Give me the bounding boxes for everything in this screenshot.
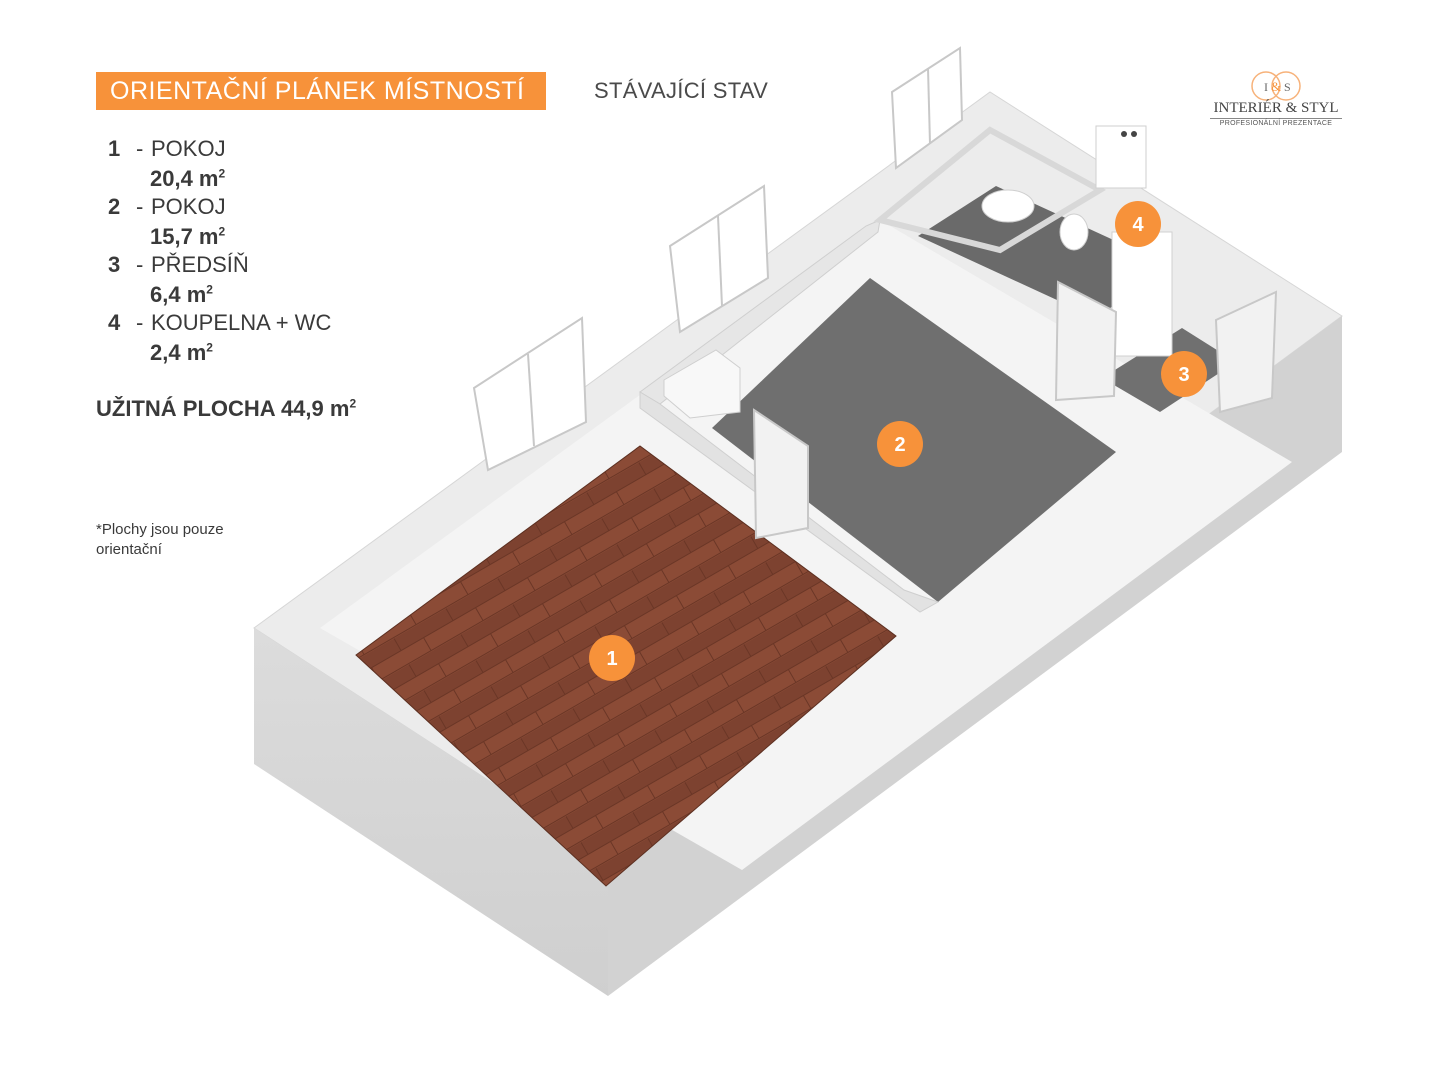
legend-item-room-4: 4 - KOUPELNA + WC 2,4 m2 [108, 310, 408, 368]
usable-area: UŽITNÁ PLOCHA 44,9 m2 [96, 396, 357, 421]
legend-item-room-1: 1 - POKOJ 20,4 m2 [108, 136, 408, 194]
legend-dash: - [136, 194, 144, 219]
svg-text:1: 1 [606, 648, 617, 670]
svg-text:I: I [1264, 80, 1268, 94]
svg-text:S: S [1284, 80, 1291, 94]
legend-room-name: PŘEDSÍŇ [151, 252, 249, 277]
legend-room-area: 2,4 m2 [150, 340, 213, 365]
washbasin [981, 189, 1035, 223]
toilet [1059, 213, 1089, 251]
room-marker-2: 2 [877, 421, 923, 467]
washing-machine [1095, 125, 1147, 189]
svg-text:&: & [1271, 79, 1281, 94]
room-marker-4: 4 [1115, 201, 1161, 247]
legend-number: 1 [108, 136, 121, 161]
legend-dash: - [136, 252, 144, 277]
room-4-floor [918, 186, 1170, 318]
door-bathroom [1054, 280, 1118, 402]
legend-room-name: POKOJ [151, 136, 226, 161]
bathroom-wall [873, 126, 1107, 254]
legend-item-room-2: 2 - POKOJ 15,7 m2 [108, 194, 408, 252]
door-entrance [1214, 290, 1278, 414]
legend-room-name: KOUPELNA + WC [151, 310, 332, 335]
plan-title: ORIENTAČNÍ PLÁNEK MÍSTNOSTÍ [96, 72, 546, 110]
room-marker-1: 1 [589, 635, 635, 681]
legend-room-area: 15,7 m2 [150, 224, 226, 249]
outer-wall-side-left [254, 628, 608, 996]
legend-number: 2 [108, 194, 121, 219]
radiator [663, 349, 741, 419]
window-2 [668, 184, 770, 334]
logo-divider [1210, 118, 1342, 119]
svg-text:4: 4 [1132, 214, 1144, 236]
shower-cabin [1111, 231, 1173, 357]
window-1 [472, 316, 588, 472]
legend-dash: - [136, 310, 144, 335]
partition-wall-1-2-lower [639, 391, 940, 613]
svg-text:2: 2 [894, 434, 905, 456]
legend-number: 3 [108, 252, 121, 277]
logo-tagline: PROFESIONÁLNÍ PREZENTACE [1219, 120, 1333, 127]
legend-room-area: 6,4 m2 [150, 282, 213, 307]
legend-room-area: 20,4 m2 [150, 166, 226, 191]
area-disclaimer: *Plochy jsou pouze orientační [96, 521, 224, 558]
legend-dash: - [136, 136, 144, 161]
door-room-2 [752, 408, 809, 540]
window-3 [890, 46, 964, 170]
legend-number: 4 [108, 310, 121, 335]
legend-item-room-3: 3 - PŘEDSÍŇ 6,4 m2 [108, 252, 408, 310]
brand-logo: I & S INTERIÉR & STYL PROFESIONÁLNÍ PREZ… [1206, 70, 1346, 132]
room-marker-3: 3 [1161, 351, 1207, 397]
svg-text:3: 3 [1178, 364, 1189, 386]
legend-room-name: POKOJ [151, 194, 226, 219]
logo-monogram-icon: I & S [1251, 71, 1301, 101]
room-legend: 1 - POKOJ 20,4 m2 2 - POKOJ 15,7 m2 3 - … [108, 136, 408, 368]
plan-subtitle: STÁVAJÍCÍ STAV [594, 78, 769, 103]
logo-name: INTERIÉR & STYL [1213, 100, 1339, 116]
